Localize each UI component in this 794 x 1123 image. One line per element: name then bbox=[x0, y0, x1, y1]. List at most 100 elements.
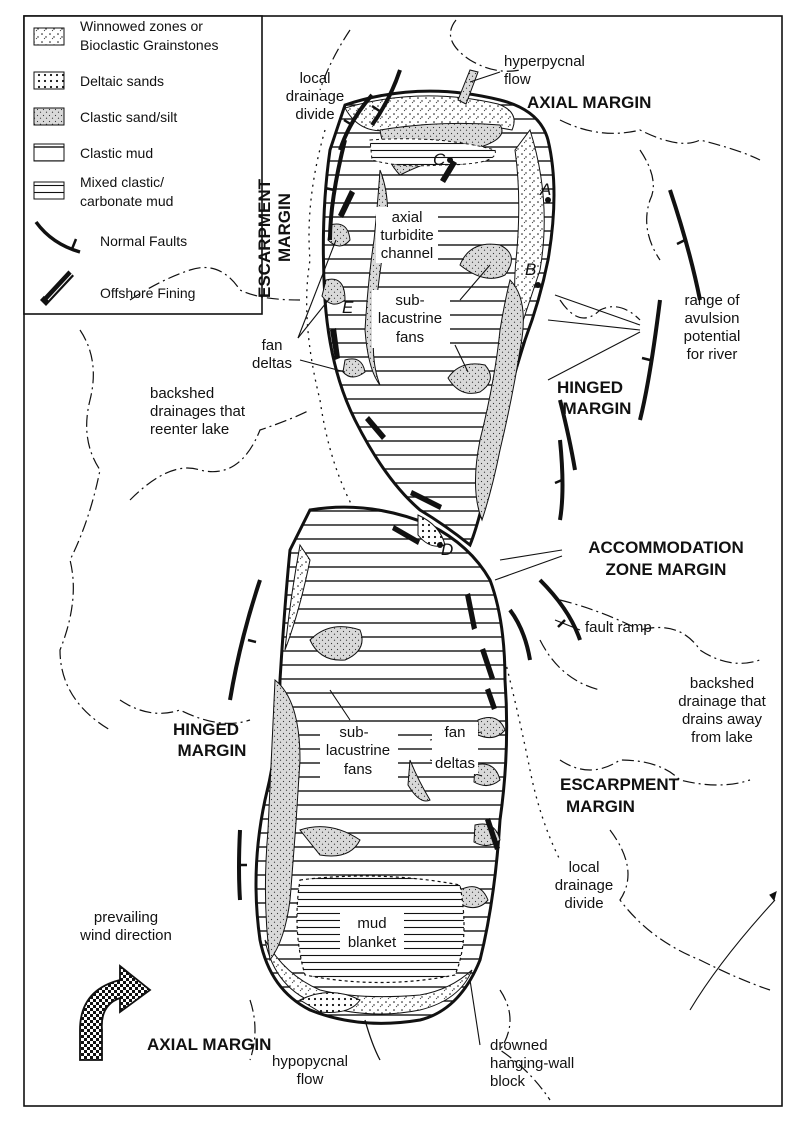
label-range-avulsion: range of avulsion potential for river bbox=[684, 292, 741, 363]
fan-deltas-label: deltas bbox=[252, 355, 292, 372]
axial-margin-top-label: AXIAL MARGIN bbox=[527, 93, 651, 112]
legend-item-clastic-mud: Clastic mud bbox=[33, 143, 153, 162]
label-sublac-bottom: sub- lacustrine fans bbox=[320, 722, 398, 780]
label-axial-turbidite: axial turbidite channel bbox=[376, 207, 438, 263]
sublacustrine-fan-3 bbox=[309, 626, 363, 661]
sublac-label: fans bbox=[396, 329, 424, 346]
fan-delta-1 bbox=[327, 223, 351, 247]
legend-item-deltaic: Deltaic sands bbox=[33, 71, 164, 90]
label-local-divide-top: local drainage divide bbox=[286, 70, 344, 123]
escarpment-label: ESCARPMENT bbox=[560, 775, 680, 794]
legend-item-fining: Offshore Fining bbox=[40, 267, 195, 306]
legend-label: Mixed clastic/ bbox=[80, 174, 164, 190]
drowned-block-label: drowned bbox=[490, 1037, 548, 1054]
deltaic-sand-upper bbox=[417, 514, 446, 547]
turbidite-label: turbidite bbox=[380, 227, 433, 244]
fan-deltas-label: fan bbox=[262, 337, 283, 354]
deltaic-sand-lower bbox=[298, 992, 361, 1013]
backshed-away-label: drainage that bbox=[678, 693, 766, 710]
clastic-sand-swatch bbox=[33, 107, 65, 126]
avulsion-label: potential bbox=[684, 328, 741, 345]
site-letter-a: A bbox=[539, 180, 551, 199]
fan-delta-5 bbox=[473, 763, 501, 786]
accommodation-label: ACCOMMODATION bbox=[588, 538, 744, 557]
label-prevailing-wind: prevailing wind direction bbox=[79, 909, 172, 944]
mud-blanket-label: mud bbox=[357, 915, 386, 932]
turbidite-label: axial bbox=[392, 209, 423, 226]
fan-deltas-label: fan bbox=[445, 724, 466, 741]
label-escarpment-left: ESCARPMENT MARGIN bbox=[255, 178, 294, 298]
avulsion-label: for river bbox=[687, 346, 738, 363]
wind-label: wind direction bbox=[79, 927, 172, 944]
winnowed-band-left bbox=[284, 543, 311, 651]
figure-frame bbox=[23, 15, 783, 1107]
legend-item-faults: Normal Faults bbox=[34, 220, 187, 254]
hypopycnal-label: hypopycnal bbox=[272, 1053, 348, 1070]
label-hyperpycnal: hyperpycnal flow bbox=[504, 53, 585, 88]
backshed-away-label: from lake bbox=[691, 729, 753, 746]
site-letter-b: B bbox=[525, 260, 536, 279]
hyperpycnal-label: flow bbox=[504, 71, 531, 88]
clastic-mud-swatch bbox=[33, 143, 65, 162]
mixed-mud-swatch bbox=[33, 181, 65, 200]
local-divide-label: divide bbox=[564, 895, 603, 912]
fan-deltas-label: deltas bbox=[435, 755, 475, 772]
legend-label: Clastic mud bbox=[80, 145, 153, 161]
local-divide-label: local bbox=[300, 70, 331, 87]
label-drowned-block: drowned hanging-wall block bbox=[490, 1037, 574, 1090]
hyperpycnal-label: hyperpycnal bbox=[504, 53, 585, 70]
local-divide-label: divide bbox=[295, 106, 334, 123]
deltaic-swatch bbox=[33, 71, 65, 90]
hyperpycnal-inlet bbox=[457, 69, 479, 105]
drowned-block-label: hanging-wall bbox=[490, 1055, 574, 1072]
label-fan-deltas-left: fan deltas bbox=[252, 337, 292, 372]
escarpment-label: MARGIN bbox=[566, 797, 635, 816]
hinged-label: HINGED bbox=[173, 720, 239, 739]
legend-label: carbonate mud bbox=[80, 193, 173, 209]
wind-arrow bbox=[79, 964, 152, 1061]
label-sublac-top: sub- lacustrine fans bbox=[372, 290, 450, 348]
legend-label: Deltaic sands bbox=[80, 73, 164, 89]
sublac-label: sub- bbox=[395, 292, 424, 309]
label-fan-deltas-bottom: fan deltas bbox=[432, 722, 478, 774]
normal-faults bbox=[228, 69, 702, 901]
legend-label: Winnowed zones or bbox=[80, 18, 203, 34]
offshore-fining-icon bbox=[40, 270, 74, 306]
legend-item-clastic-sand: Clastic sand/silt bbox=[33, 107, 177, 126]
avulsion-label: avulsion bbox=[684, 310, 739, 327]
sublacustrine-fan-2 bbox=[447, 363, 491, 394]
legend-label: Offshore Fining bbox=[100, 285, 195, 301]
backshed-label: drainages that bbox=[150, 403, 246, 420]
fan-delta-2 bbox=[321, 278, 346, 305]
drowned-block-label: block bbox=[490, 1073, 526, 1090]
label-hypopycnal: hypopycnal flow bbox=[272, 1053, 348, 1088]
accommodation-label: ZONE MARGIN bbox=[606, 560, 727, 579]
legend-item-mixed-mud: Mixed clastic/ carbonate mud bbox=[33, 174, 173, 209]
legend-label: Clastic sand/silt bbox=[80, 109, 177, 125]
label-local-divide-bottom: local drainage divide bbox=[555, 859, 613, 912]
local-divide-label: drainage bbox=[555, 877, 613, 894]
local-divide-label: local bbox=[569, 859, 600, 876]
legend: Winnowed zones or Bioclastic Grainstones… bbox=[23, 15, 263, 315]
wind-label: prevailing bbox=[94, 909, 158, 926]
fan-delta-7 bbox=[299, 826, 361, 857]
hinged-label: MARGIN bbox=[563, 399, 632, 418]
fault-ramp-label: fault ramp bbox=[585, 619, 652, 636]
legend-item-winnowed: Winnowed zones or Bioclastic Grainstones bbox=[33, 18, 219, 53]
sublacustrine-fan-1 bbox=[459, 243, 512, 279]
label-backshed-reenter: backshed drainages that reenter lake bbox=[150, 385, 246, 438]
fault-ticks bbox=[239, 104, 686, 867]
fan-delta-3 bbox=[342, 358, 366, 378]
backshed-away-label: backshed bbox=[690, 675, 754, 692]
hinged-label: HINGED bbox=[557, 378, 623, 397]
backshed-label: backshed bbox=[150, 385, 214, 402]
leader-lines bbox=[297, 71, 777, 1046]
drainage-divides bbox=[59, 19, 771, 1101]
local-drainage-divides bbox=[306, 129, 561, 861]
avulsion-label: range of bbox=[684, 292, 740, 309]
normal-fault-icon bbox=[34, 220, 81, 254]
hypopycnal-outlet bbox=[364, 1019, 381, 1061]
backshed-label: reenter lake bbox=[150, 421, 229, 438]
site-markers bbox=[437, 157, 551, 548]
label-backshed-away: backshed drainage that drains away from … bbox=[678, 675, 766, 746]
